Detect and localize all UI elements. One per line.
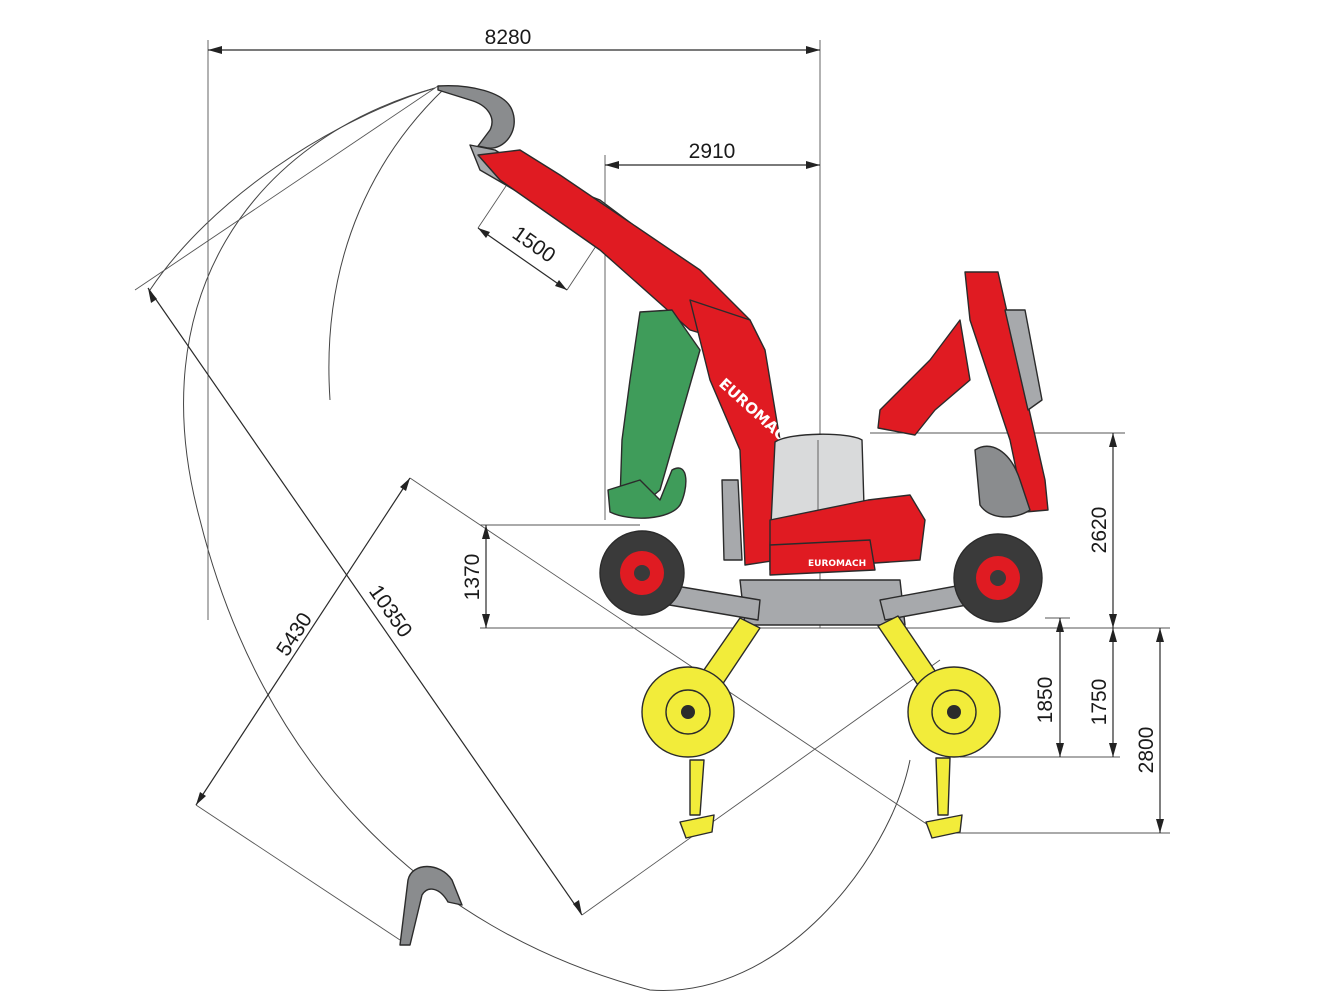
brand-logo-body: EUROMACH [808, 559, 866, 569]
wheel-icon [907, 666, 1001, 758]
inner-dig-arc [328, 87, 446, 401]
legs-lowered-yellow [689, 615, 949, 701]
claw-icon [925, 757, 963, 839]
dim-dipper-extension: 1500 [508, 222, 559, 268]
dig-arc [149, 87, 436, 291]
dim-front-offset: 2910 [689, 140, 736, 163]
reach-arcs [149, 87, 911, 991]
dim-cab-height: 2620 [1088, 507, 1111, 554]
main-boom-raised: EUROMACH [469, 144, 799, 566]
dim-1850: 1850 [1034, 677, 1057, 724]
wheel-icon [953, 533, 1043, 623]
wheel-icon [599, 530, 685, 616]
dim-2800: 2800 [1135, 727, 1158, 774]
dimension-labels: 8280 2910 1500 10350 5430 1370 2620 1850… [272, 26, 1158, 773]
bucket-icon [437, 85, 515, 149]
bucket-icon [399, 865, 463, 946]
arm-folded-green [607, 309, 701, 519]
dimension-lines [147, 46, 1164, 941]
claw-icon [679, 759, 715, 839]
wheel-icon [641, 666, 735, 758]
dim-1750: 1750 [1088, 679, 1111, 726]
dim-overall-width: 8280 [485, 26, 532, 49]
rear-backhoe-red [877, 271, 1049, 518]
machine-body: EUROMACH [739, 433, 926, 626]
dim-dig-depth: 5430 [272, 609, 317, 661]
dim-ground-clearance: 1370 [461, 554, 484, 601]
max-reach-arc [183, 87, 911, 991]
